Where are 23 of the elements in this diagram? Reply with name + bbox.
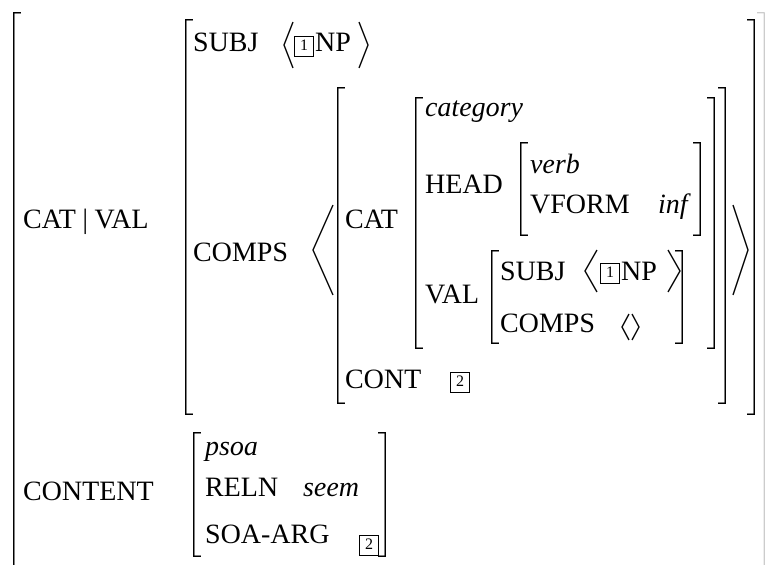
- feature-label: SUBJ: [500, 258, 566, 286]
- feature-label: CAT: [345, 206, 398, 234]
- type-value: psoa: [205, 433, 258, 462]
- feature-label: CONTENT: [23, 478, 154, 506]
- tag-number: 2: [450, 372, 470, 393]
- feature-label: NP: [315, 29, 351, 58]
- feature-label: SUBJ: [193, 29, 258, 58]
- feature-label: VAL: [425, 281, 479, 310]
- feature-label: CONT: [345, 366, 422, 394]
- feature-label: SOA-ARG: [205, 521, 330, 550]
- type-value: seem: [303, 474, 359, 502]
- type-value: verb: [530, 151, 580, 180]
- feature-label: COMPS: [500, 310, 595, 338]
- feature-label: CAT | VAL: [23, 206, 148, 234]
- tag-number: 1: [294, 36, 314, 57]
- feature-label: RELN: [205, 474, 278, 502]
- tag-number: 1: [600, 263, 620, 284]
- feature-label: NP: [621, 258, 657, 286]
- tag-number: 2: [359, 535, 379, 556]
- feature-label: HEAD: [425, 171, 503, 200]
- feature-label: COMPS: [193, 239, 288, 268]
- feature-label: VFORM: [530, 191, 630, 220]
- type-value: category: [425, 94, 523, 122]
